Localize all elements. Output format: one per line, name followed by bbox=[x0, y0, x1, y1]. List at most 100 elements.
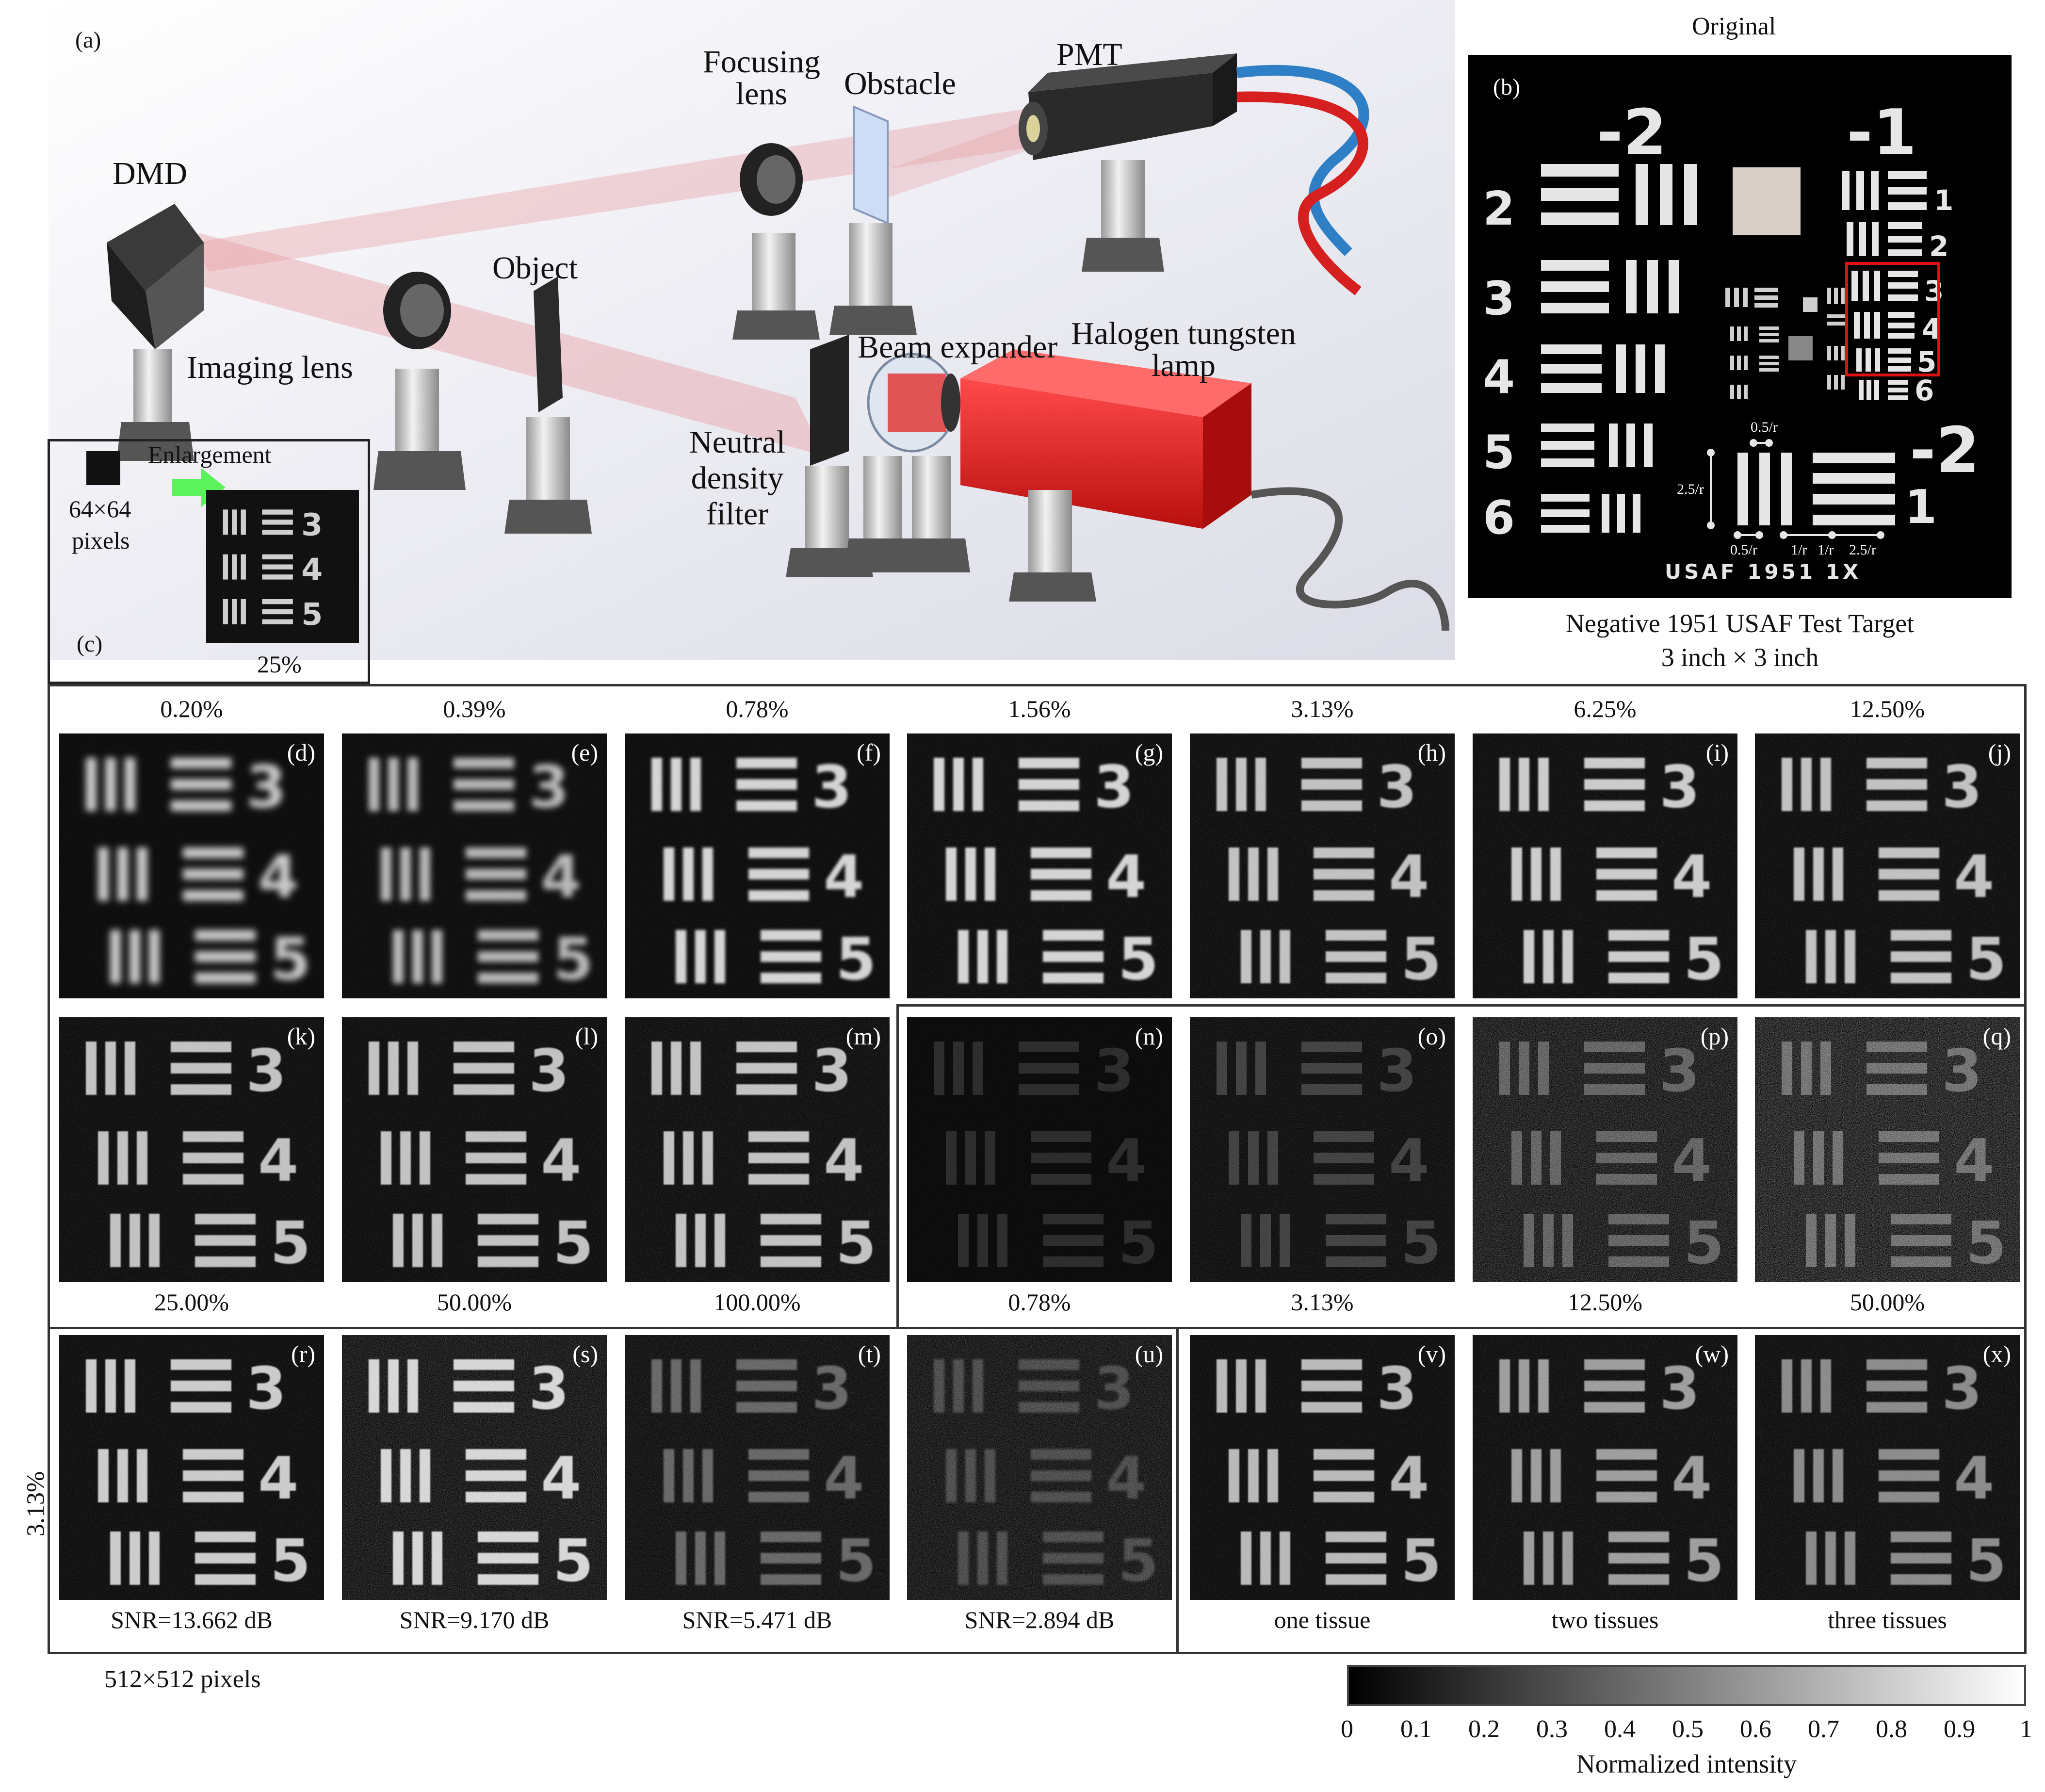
tile-tag: (x) bbox=[1982, 1340, 2011, 1368]
enlarged-digit: 5 bbox=[301, 596, 323, 632]
row3-side-label: 3.13% bbox=[22, 1471, 50, 1537]
label-pmt: PMT bbox=[1056, 37, 1122, 72]
sampling-ratio-label: 0.39% bbox=[443, 695, 506, 722]
sampling-ratio-label: 25.00% bbox=[154, 1288, 229, 1316]
dim-label: 1/r bbox=[1791, 542, 1807, 558]
condition-caption: three tissues bbox=[1828, 1606, 1947, 1633]
pixels-line1: 64×64 bbox=[69, 495, 131, 522]
tile-tag: (h) bbox=[1417, 739, 1446, 766]
tile-tag: (f) bbox=[857, 739, 881, 766]
tile-tag: (v) bbox=[1417, 1340, 1446, 1368]
group-label: -2 bbox=[1910, 413, 1980, 487]
panel-b-caption-line2: 3 inch × 3 inch bbox=[1661, 643, 1819, 672]
colorbar-tick-label: 0.8 bbox=[1876, 1715, 1907, 1743]
colorbar-tick-label: 0.1 bbox=[1400, 1715, 1432, 1743]
enlarged-digit: 4 bbox=[301, 552, 323, 587]
sampling-ratio-label: 100.00% bbox=[714, 1288, 801, 1316]
sampling-ratio-label: 12.50% bbox=[1567, 1288, 1643, 1316]
pixels-line2: pixels bbox=[72, 527, 130, 554]
dim-label: 1/r bbox=[1818, 542, 1834, 558]
dim-label: 2.5/r bbox=[1677, 481, 1704, 497]
tile-tag: (k) bbox=[287, 1023, 315, 1050]
sampling-ratio-label: 50.00% bbox=[1850, 1288, 1925, 1316]
tile-tag: (j) bbox=[1988, 739, 2011, 766]
sampling-ratio-label: 1.56% bbox=[1008, 695, 1071, 722]
element-label: 1 bbox=[1934, 184, 1953, 217]
roi-box bbox=[1845, 262, 1940, 376]
colorbar-tick-label: 0.4 bbox=[1604, 1715, 1636, 1743]
element-label: 5 bbox=[1917, 345, 1936, 378]
condition-caption: one tissue bbox=[1274, 1606, 1371, 1633]
sampling-ratio-label: 0.78% bbox=[726, 695, 789, 722]
label-nd-filter: Neutral density filter bbox=[689, 424, 785, 532]
panel-b-title: Original bbox=[1692, 13, 1776, 40]
sampling-ratio-label: 6.25% bbox=[1574, 695, 1637, 722]
label-obstacle: Obstacle bbox=[844, 66, 956, 101]
element-label: 6 bbox=[1915, 374, 1934, 407]
label-imaging-lens: Imaging lens bbox=[187, 350, 353, 385]
usaf-target: -2 -1 2 3 4 5 6 bbox=[1468, 55, 2012, 598]
condition-caption: SNR=9.170 dB bbox=[399, 1606, 550, 1633]
enlarged-target-image: 3 4 5 bbox=[206, 490, 359, 643]
enlarged-digit: 3 bbox=[301, 506, 323, 542]
group-label: -1 bbox=[1847, 96, 1916, 169]
sampling-ratio-label: 12.50% bbox=[1850, 695, 1925, 722]
label-focusing-lens: Focusing lens bbox=[702, 44, 821, 112]
sampling-ratio-label: 0.20% bbox=[160, 695, 223, 722]
colorbar-tick-label: 0 bbox=[1341, 1715, 1353, 1743]
panel-c-ratio: 25% bbox=[257, 651, 302, 678]
colorbar-tick-label: 0.5 bbox=[1672, 1715, 1704, 1743]
element-label: 4 bbox=[1483, 351, 1515, 404]
condition-caption: SNR=13.662 dB bbox=[111, 1606, 273, 1633]
tile-tag: (e) bbox=[571, 739, 599, 766]
element-label: 3 bbox=[1483, 272, 1515, 326]
panel-a-tag: (a) bbox=[75, 27, 101, 53]
tile-tag: (p) bbox=[1700, 1023, 1729, 1050]
tile-tag: (i) bbox=[1705, 739, 1729, 766]
tile-digit: 3 bbox=[1094, 1038, 1135, 1105]
enlargement-label: Enlargement bbox=[148, 441, 272, 468]
element-label: 1 bbox=[1905, 481, 1937, 534]
element-label: 2 bbox=[1929, 230, 1948, 263]
tiny-target-thumbnail bbox=[86, 451, 120, 485]
tile-tag: (l) bbox=[575, 1023, 598, 1050]
usaf-label: USAF 1951 1X bbox=[1665, 560, 1861, 584]
tile-tag: (g) bbox=[1135, 739, 1163, 766]
element-label: 5 bbox=[1483, 426, 1515, 479]
tile-tag: (o) bbox=[1417, 1023, 1446, 1050]
tile-tag: (d) bbox=[287, 739, 315, 766]
group-label: -2 bbox=[1597, 96, 1667, 169]
resolution-label: 512×512 pixels bbox=[104, 1665, 261, 1693]
tile-tag: (t) bbox=[858, 1340, 881, 1368]
sampling-ratio-label: 3.13% bbox=[1291, 1288, 1354, 1316]
tile-tag: (r) bbox=[291, 1340, 315, 1368]
grid-divider-bottom bbox=[1176, 1327, 1179, 1654]
colorbar-tick-label: 0.3 bbox=[1536, 1715, 1568, 1743]
colorbar-tick-label: 0.2 bbox=[1468, 1715, 1500, 1743]
tile-tag: (n) bbox=[1135, 1023, 1163, 1050]
colorbar bbox=[1347, 1665, 2026, 1706]
tile-tag: (u) bbox=[1135, 1340, 1163, 1368]
tile-tag: (q) bbox=[1982, 1023, 2011, 1050]
panel-c-tag: (c) bbox=[77, 631, 103, 657]
tile-digit: 4 bbox=[1106, 1127, 1147, 1195]
element-label: 2 bbox=[1483, 182, 1515, 236]
label-halogen-lamp: Halogen tungsten lamp bbox=[1071, 316, 1296, 383]
element-label: 3 bbox=[1924, 275, 1944, 308]
